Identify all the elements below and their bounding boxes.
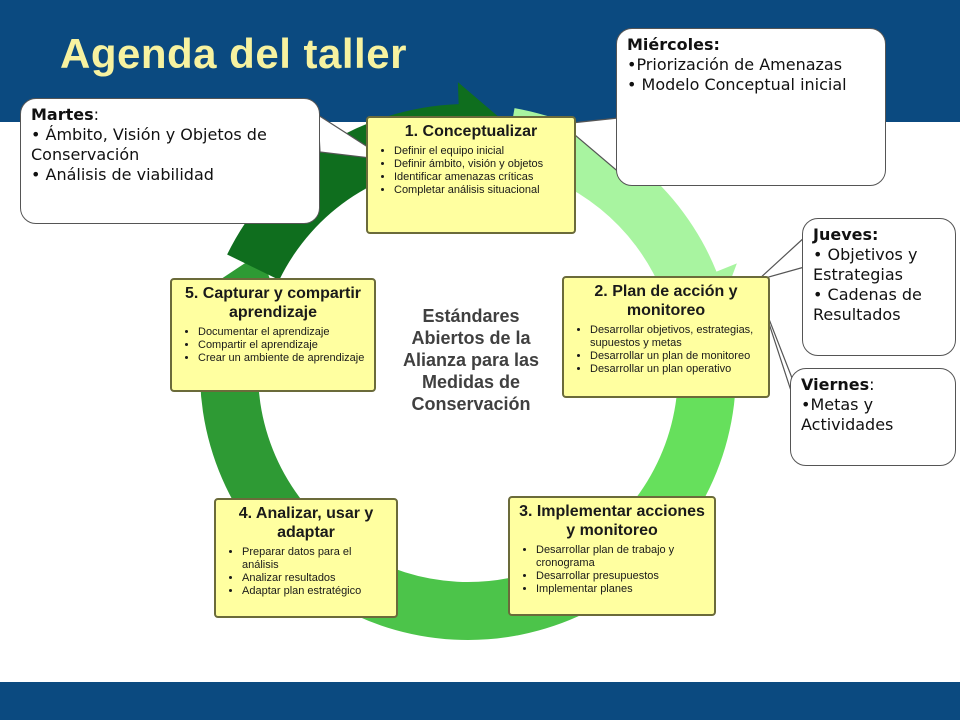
callout-martes: Martes: • Ámbito, Visión y Objetos de Co… xyxy=(20,98,320,224)
step-item: Implementar planes xyxy=(536,583,708,596)
callout-day: Martes xyxy=(31,105,94,124)
callout-line: • Modelo Conceptual inicial xyxy=(627,75,847,94)
callout-line: •Priorización de Amenazas xyxy=(627,55,843,74)
step-item: Desarrollar un plan operativo xyxy=(590,363,762,376)
callout-viernes: Viernes: •Metas y Actividades xyxy=(790,368,956,466)
step-item: Desarrollar plan de trabajo y cronograma xyxy=(536,544,708,570)
step-item: Documentar el aprendizaje xyxy=(198,326,368,339)
step-item: Desarrollar objetivos, estrategias, supu… xyxy=(590,324,762,350)
step-item: Preparar datos para el análisis xyxy=(242,546,390,572)
step-item: Desarrollar presupuestos xyxy=(536,570,708,583)
step-title: 4. Analizar, usar y adaptar xyxy=(238,505,374,541)
step-item: Identificar amenazas críticas xyxy=(394,171,568,184)
step-item: Completar análisis situacional xyxy=(394,184,568,197)
callout-line: • Cadenas de Resultados xyxy=(813,285,922,324)
callout-miercoles: Miércoles: •Priorización de Amenazas • M… xyxy=(616,28,886,186)
callout-line: • Objetivos y Estrategias xyxy=(813,245,918,284)
callout-colon: : xyxy=(93,105,100,124)
step-implementar: 3. Implementar acciones y monitoreo Desa… xyxy=(508,496,716,616)
callout-jueves-tail xyxy=(757,234,809,281)
callout-line: •Metas y Actividades xyxy=(801,395,894,434)
step-item: Definir ámbito, visión y objetos xyxy=(394,158,568,171)
center-label: Estándares Abiertos de la Alianza para l… xyxy=(402,306,540,414)
callout-line: • Ámbito, Visión y Objetos de Conservaci… xyxy=(31,125,267,164)
step-item: Definir el equipo inicial xyxy=(394,145,568,158)
slide-title: Agenda del taller xyxy=(60,30,407,77)
step-item: Compartir el aprendizaje xyxy=(198,339,368,352)
callout-day: Viernes xyxy=(801,375,870,394)
callout-colon: : xyxy=(869,375,875,394)
footer-band xyxy=(0,682,960,720)
step-plan-accion: 2. Plan de acción y monitoreo Desarrolla… xyxy=(562,276,770,398)
step-title: 1. Conceptualizar xyxy=(404,123,538,140)
step-item: Crear un ambiente de aprendizaje xyxy=(198,352,368,365)
step-analizar: 4. Analizar, usar y adaptar Preparar dat… xyxy=(214,498,398,618)
step-item: Analizar resultados xyxy=(242,572,390,585)
step-title: 3. Implementar acciones y monitoreo xyxy=(519,503,705,539)
callout-day: Miércoles: xyxy=(627,35,720,54)
step-title: 2. Plan de acción y monitoreo xyxy=(594,283,738,319)
step-title: 5. Capturar y compartir aprendizaje xyxy=(184,285,362,321)
callout-line: • Análisis de viabilidad xyxy=(31,165,214,184)
step-conceptualizar: 1. Conceptualizar Definir el equipo inic… xyxy=(366,116,576,234)
callout-jueves: Jueves: • Objetivos y Estrategias • Cade… xyxy=(802,218,956,356)
callout-day: Jueves: xyxy=(813,225,879,244)
step-capturar: 5. Capturar y compartir aprendizaje Docu… xyxy=(170,278,376,392)
step-item: Desarrollar un plan de monitoreo xyxy=(590,350,762,363)
step-item: Adaptar plan estratégico xyxy=(242,585,390,598)
